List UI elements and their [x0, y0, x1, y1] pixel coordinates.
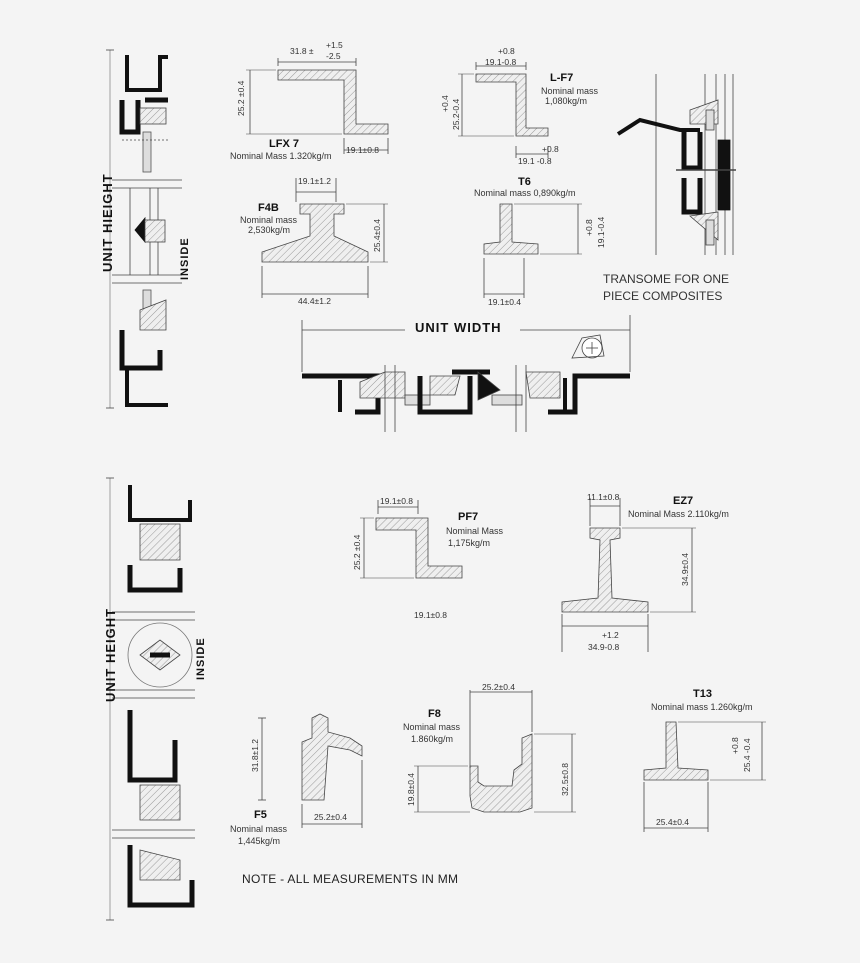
- f8-mass-1: Nominal mass: [403, 722, 461, 732]
- profile-f4b: [261, 178, 388, 298]
- lf7-dim-top: 19.1-0.8: [485, 57, 517, 67]
- f4b-dim-bot: 44.4±1.2: [298, 296, 332, 306]
- f4b-dim-right: 25.4±0.4: [372, 218, 382, 252]
- f5-name: F5: [254, 809, 267, 821]
- lfx7-mass: Nominal Mass 1.320kg/m: [230, 151, 332, 161]
- lf7-dim-bot: 19.1 -0.8: [518, 156, 552, 166]
- profile-ez7: [561, 498, 696, 652]
- lfx7-dim-top-tol: +1.5: [326, 40, 343, 50]
- pf7-dim-left: 25.2 ±0.4: [352, 534, 362, 570]
- profile-f8: [414, 690, 576, 813]
- profile-lfx7: [246, 58, 389, 154]
- f8-mass-2: 1.860kg/m: [411, 734, 454, 744]
- f5-dim-left: 31.8±1.2: [250, 738, 260, 772]
- lfx7-name: LFX 7: [269, 138, 299, 150]
- t6-dim-bot: 19.1±0.4: [488, 297, 522, 307]
- lf7-dim-bot-tol: +0.8: [542, 144, 559, 154]
- lf7-mass-1: Nominal mass: [541, 86, 599, 96]
- lfx7-dim-top: 31.8 ±: [290, 46, 314, 56]
- f8-name: F8: [428, 708, 441, 720]
- f8-dim-left: 19.8±0.4: [406, 772, 416, 806]
- lfx7-dim-top-tol2: -2.5: [326, 51, 341, 61]
- f4b-dim-top: 19.1±1.2: [298, 176, 332, 186]
- t6-dim-right: 19.1-0.4: [596, 216, 606, 248]
- t6-dim-right-tol: +0.8: [584, 219, 594, 236]
- ez7-dim-bot-tol: +1.2: [602, 630, 619, 640]
- profile-lf7: [458, 62, 549, 158]
- f5-mass-2: 1,445kg/m: [238, 836, 281, 846]
- lfx7-dim-left: 25.2 ±0.4: [236, 80, 246, 116]
- t13-name: T13: [693, 688, 712, 700]
- vertical-section-top: [106, 49, 182, 409]
- unit-height-label-2: UNIT HEIGHT: [103, 607, 118, 702]
- inside-label: INSIDE: [179, 237, 191, 280]
- f8-dim-top: 25.2±0.4: [482, 682, 516, 692]
- lf7-dim-left-tol: +0.4: [440, 95, 450, 112]
- lf7-name: L-F7: [550, 72, 574, 84]
- f4b-mass-2: 2,530kg/m: [248, 225, 291, 235]
- ez7-dim-bot: 34.9-0.8: [588, 642, 620, 652]
- unit-width-label: UNIT WIDTH: [415, 320, 502, 335]
- ez7-name: EZ7: [673, 495, 694, 507]
- pf7-dim-bot: 19.1±0.8: [414, 610, 448, 620]
- pf7-name: PF7: [458, 511, 479, 523]
- ez7-dim-top: 11.1±0.8: [587, 492, 620, 502]
- profile-pf7: [360, 500, 463, 579]
- lf7-dim-top-tol: +0.8: [498, 46, 515, 56]
- transome-section: [616, 74, 736, 255]
- profile-f5: [258, 713, 363, 828]
- transome-label-line1: TRANSOME FOR ONE: [603, 272, 730, 286]
- vertical-section-bottom: [106, 477, 195, 921]
- lf7-dim-left: 25.2-0.4: [451, 98, 461, 130]
- transome-label-line2: PIECE COMPOSITES: [603, 289, 723, 303]
- t13-mass: Nominal mass 1.260kg/m: [651, 702, 753, 712]
- t6-name: T6: [518, 176, 531, 188]
- measurement-note: NOTE - ALL MEASUREMENTS IN MM: [242, 872, 459, 886]
- inside-label-2: INSIDE: [195, 637, 207, 680]
- f4b-name: F4B: [258, 202, 279, 214]
- t13-dim-bot: 25.4±0.4: [656, 817, 690, 827]
- f8-dim-right: 32.5±0.8: [560, 762, 570, 796]
- t13-dim-right-tol: +0.8: [730, 737, 740, 754]
- lfx7-dim-right: 19.1±0.8: [346, 145, 380, 155]
- f4b-mass-1: Nominal mass: [240, 215, 298, 225]
- pf7-mass-1: Nominal Mass: [446, 526, 504, 536]
- ez7-dim-right: 34.9±0.4: [680, 552, 690, 586]
- f5-mass-1: Nominal mass: [230, 824, 288, 834]
- pf7-mass-2: 1,175kg/m: [448, 538, 491, 548]
- pf7-dim-top: 19.1±0.8: [380, 496, 414, 506]
- profile-t6: [483, 203, 582, 298]
- t13-dim-right: 25.4 -0.4: [742, 738, 752, 772]
- profile-t13: [643, 721, 766, 832]
- horizontal-section: [301, 315, 631, 432]
- ez7-mass: Nominal Mass 2.110kg/m: [628, 509, 729, 519]
- t6-mass: Nominal mass 0,890kg/m: [474, 188, 576, 198]
- f5-dim-bot: 25.2±0.4: [314, 812, 348, 822]
- lf7-mass-2: 1,080kg/m: [545, 96, 588, 106]
- unit-height-label: UNIT HIEIGHT: [100, 173, 115, 272]
